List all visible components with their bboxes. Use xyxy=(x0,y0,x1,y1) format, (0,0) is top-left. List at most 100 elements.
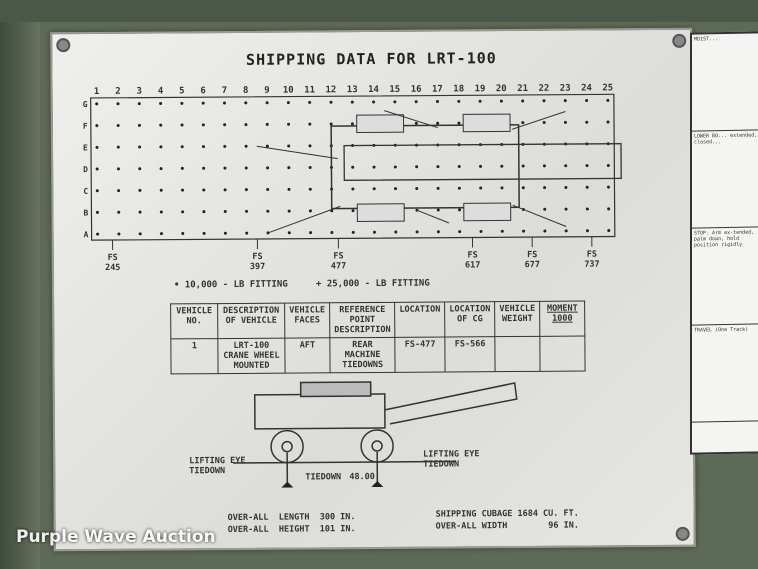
fitting-dot xyxy=(180,145,184,149)
fitting-dot xyxy=(564,229,568,233)
column-label: 23 xyxy=(560,84,571,94)
fitting-dot xyxy=(266,209,270,213)
fitting-dot xyxy=(201,145,205,149)
fitting-dot xyxy=(351,209,355,213)
fitting-dot xyxy=(137,123,141,127)
fitting-dot xyxy=(223,231,227,235)
fitting-dot xyxy=(286,101,290,105)
hand-signal-card: MOIST... LOWER BO... extended, closed...… xyxy=(690,31,758,455)
fitting-dot xyxy=(563,99,567,103)
fitting-dot xyxy=(606,185,610,189)
fitting-dot xyxy=(159,145,163,149)
column-label: 17 xyxy=(432,85,443,95)
fitting-dot xyxy=(265,101,269,105)
fitting-dot xyxy=(414,100,418,104)
fitting-dot xyxy=(160,232,164,236)
fitting-dot xyxy=(585,99,589,103)
fitting-dot xyxy=(180,123,184,127)
row-label: E xyxy=(83,143,88,152)
fitting-dot xyxy=(457,99,461,103)
crane-wheel xyxy=(462,113,511,133)
fitting-dot xyxy=(181,210,185,214)
fitting-dot xyxy=(202,166,206,170)
overall-height: OVER-ALL HEIGHT 101 IN. xyxy=(227,524,356,536)
fitting-dot xyxy=(351,187,355,191)
column-label: 14 xyxy=(368,85,379,95)
fitting-dot xyxy=(563,120,567,124)
fitting-dot xyxy=(521,99,525,103)
column-label: 15 xyxy=(389,85,400,95)
fitting-dot xyxy=(329,122,333,126)
fitting-dot xyxy=(308,100,312,104)
fitting-dot xyxy=(308,144,312,148)
station-value: 617 xyxy=(465,260,480,270)
fitting-dot xyxy=(457,164,461,168)
fitting-dot xyxy=(542,99,546,103)
fitting-dot xyxy=(308,209,312,213)
column-label: 1 xyxy=(94,87,99,97)
fitting-dot xyxy=(543,186,547,190)
column-label: 24 xyxy=(581,83,592,93)
fitting-dot xyxy=(585,185,589,189)
fitting-dot xyxy=(372,230,376,234)
fitting-dot xyxy=(202,188,206,192)
fitting-dot xyxy=(415,186,419,190)
fitting-dot xyxy=(543,207,547,211)
fitting-dot xyxy=(585,207,589,211)
fitting-dot xyxy=(266,188,270,192)
fitting-dot xyxy=(308,122,312,126)
station-value: 245 xyxy=(105,263,120,273)
fitting-dot xyxy=(138,210,142,214)
fitting-dot xyxy=(393,187,397,191)
fitting-dot xyxy=(351,165,355,169)
fitting-dot xyxy=(201,123,205,127)
fitting-dot xyxy=(436,165,440,169)
station-value: 737 xyxy=(584,260,599,270)
overall-width: OVER-ALL WIDTH 96 IN. xyxy=(435,520,579,532)
tiedown-line xyxy=(416,209,450,224)
fitting-dot xyxy=(521,186,525,190)
column-label: 19 xyxy=(475,84,486,94)
fitting-dot xyxy=(350,122,354,126)
fitting-dot xyxy=(394,230,398,234)
fitting-dot xyxy=(223,188,227,192)
station-value: 397 xyxy=(250,262,265,272)
fitting-dot xyxy=(585,229,589,233)
fitting-dot xyxy=(458,208,462,212)
fitting-dot xyxy=(95,145,99,149)
signal-panel: MOIST... xyxy=(692,33,758,132)
tiedown-dimension: 48.00 xyxy=(349,471,375,483)
fitting-dot xyxy=(308,166,312,170)
station-value: 677 xyxy=(525,260,540,270)
station-fs-label: FS xyxy=(527,250,537,260)
fitting-dot xyxy=(244,123,248,127)
fitting-dot xyxy=(500,164,504,168)
fitting-dot xyxy=(435,100,439,104)
fitting-dot xyxy=(457,186,461,190)
fitting-dot xyxy=(436,186,440,190)
lifting-eye-left-label: LIFTING EYE TIEDOWN xyxy=(189,455,246,477)
fitting-dot xyxy=(522,229,526,233)
fitting-dot xyxy=(223,210,227,214)
fitting-dot xyxy=(159,210,163,214)
crane-wheel xyxy=(356,114,405,133)
fitting-dot xyxy=(372,187,376,191)
grid-border xyxy=(90,93,616,241)
fitting-dot xyxy=(330,230,334,234)
fitting-dot xyxy=(245,231,249,235)
row-label: D xyxy=(83,165,88,174)
crane-wheel xyxy=(356,203,405,222)
fitting-dot xyxy=(521,121,525,125)
station-fs-label: FS xyxy=(252,252,262,262)
metal-frame-top xyxy=(0,0,758,22)
fitting-dot xyxy=(180,166,184,170)
fitting-dot xyxy=(393,165,397,169)
fitting-dot xyxy=(117,232,121,236)
crane-side-view xyxy=(233,381,518,488)
fitting-dot xyxy=(606,98,610,102)
column-label: 5 xyxy=(179,86,184,96)
fitting-dot xyxy=(585,120,589,124)
fitting-dot xyxy=(329,100,333,104)
column-label: 2 xyxy=(115,87,120,97)
